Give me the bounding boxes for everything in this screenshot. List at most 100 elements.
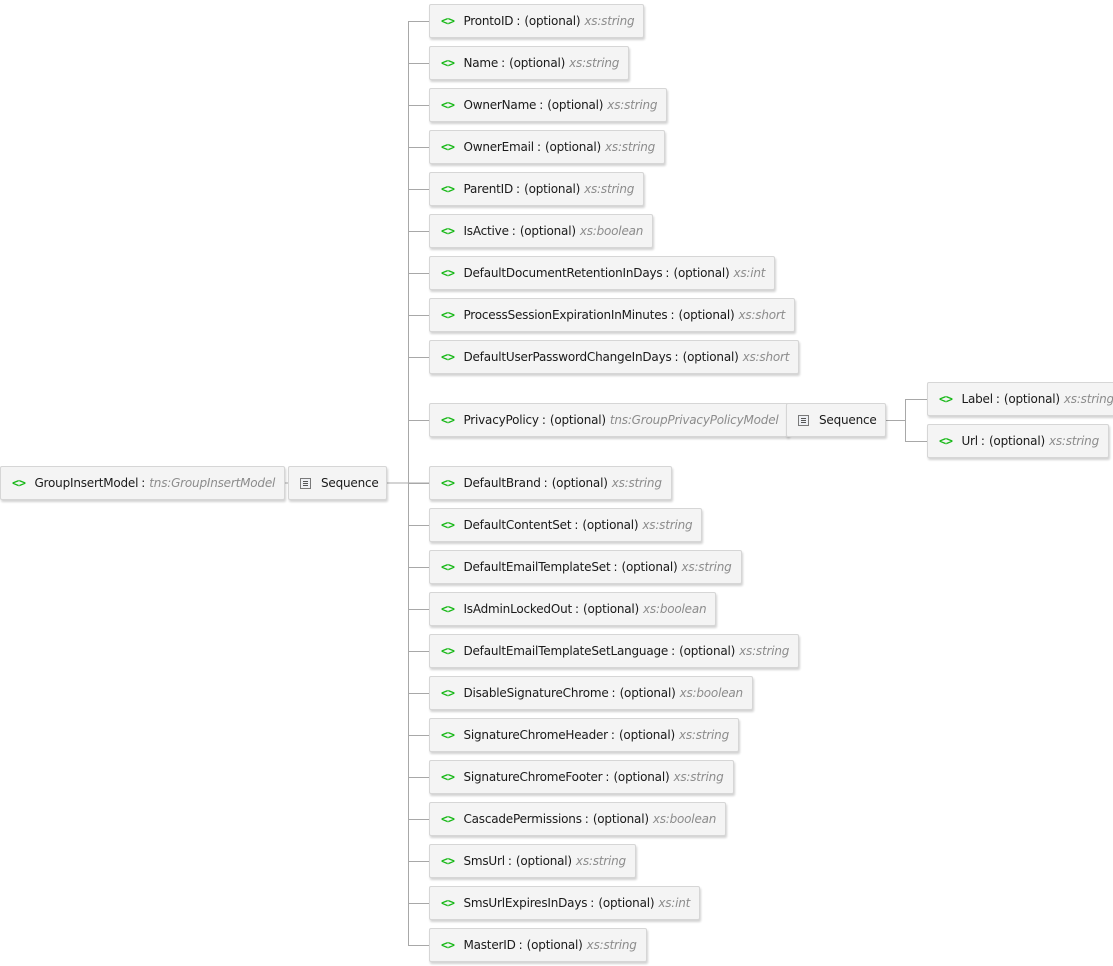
element-node-masterid[interactable]: <>MasterID:(optional)xs:string [429, 928, 647, 962]
element-name: DefaultContentSet [463, 518, 572, 532]
element-icon: <> [441, 476, 455, 490]
element-optional-label: (optional) [551, 476, 608, 490]
element-optional-label: (optional) [524, 182, 581, 196]
element-node-defaultcontentset[interactable]: <>DefaultContentSet:(optional)xs:string [429, 508, 703, 542]
element-separator: : [539, 98, 544, 112]
element-type: xs:int [733, 266, 766, 280]
element-separator: : [516, 14, 521, 28]
element-type: tns:GroupInsertModel [149, 476, 276, 490]
element-node-defaultuserpasswordchangeindays[interactable]: <>DefaultUserPasswordChangeInDays:(optio… [429, 340, 800, 374]
element-separator: : [574, 602, 580, 616]
sequence-node[interactable]: Sequence [288, 466, 387, 500]
element-optional-label: (optional) [598, 896, 655, 910]
element-icon: <> [441, 98, 455, 112]
element-icon: <> [441, 686, 455, 700]
element-name: SmsUrlExpiresInDays [463, 896, 588, 910]
element-icon: <> [441, 413, 455, 427]
element-icon: <> [939, 392, 953, 406]
element-type: xs:string [584, 14, 635, 28]
element-node-isadminlockedout[interactable]: <>IsAdminLockedOut:(optional)xs:boolean [429, 592, 717, 626]
element-icon: <> [441, 896, 455, 910]
element-type: xs:string [575, 854, 626, 868]
element-node-cascadepermissions[interactable]: <>CascadePermissions:(optional)xs:boolea… [429, 802, 727, 836]
element-node-defaultdocumentretentionindays[interactable]: <>DefaultDocumentRetentionInDays:(option… [429, 256, 776, 290]
element-node-prontoid[interactable]: <>ProntoID:(optional)xs:string [429, 4, 645, 38]
element-name: SmsUrl [463, 854, 505, 868]
element-type: xs:string [681, 560, 732, 574]
element-node-signaturechromeheader[interactable]: <>SignatureChromeHeader:(optional)xs:str… [429, 718, 739, 752]
element-type: xs:int [658, 896, 691, 910]
element-type: xs:string [739, 644, 790, 658]
element-separator: : [141, 476, 146, 490]
element-separator: : [613, 560, 618, 574]
element-node-parentid[interactable]: <> ParentID:(optional)xs:string [429, 172, 645, 206]
element-name: DefaultBrand [463, 476, 541, 490]
element-separator: : [543, 476, 548, 490]
element-name: ProcessSessionExpirationInMinutes [463, 308, 668, 322]
element-optional-label: (optional) [679, 644, 736, 658]
element-name: ParentID [463, 182, 514, 196]
element-node-name[interactable]: <>Name:(optional)xs:string [429, 46, 630, 80]
element-separator: : [674, 350, 679, 364]
element-node-isactive[interactable]: <>IsActive:(optional)xs:boolean [429, 214, 654, 248]
element-node-owneremail[interactable]: <>OwnerEmail:(optional)xs:string [429, 130, 666, 164]
element-node-smsurlexpiresindays[interactable]: <> SmsUrlExpiresInDays:(optional)xs:int [429, 886, 701, 920]
element-type: xs:string [586, 938, 637, 952]
element-type: xs:string [1048, 434, 1099, 448]
element-optional-label: (optional) [621, 560, 678, 574]
element-type: xs:string [584, 182, 635, 196]
element-separator: : [670, 308, 675, 322]
element-node-processsessionexpirationinminutes[interactable]: <>ProcessSessionExpirationInMinutes:(opt… [429, 298, 796, 332]
element-icon: <> [441, 518, 455, 532]
element-separator: : [671, 644, 676, 658]
element-icon: <> [441, 854, 455, 868]
element-icon: <> [441, 728, 455, 742]
element-node-label[interactable]: <>Label:(optional)xs:string [927, 382, 1113, 416]
element-name: IsActive [463, 224, 509, 238]
element-node-ownername[interactable]: <>OwnerName:(optional)xs:string [429, 88, 668, 122]
element-separator: : [995, 392, 1000, 406]
element-separator: : [665, 266, 670, 280]
element-node-signaturechromefooter[interactable]: <>SignatureChromeFooter:(optional)xs:str… [429, 760, 734, 794]
element-node-defaultemailtemplateset[interactable]: <> DefaultEmailTemplateSet:(optional)xs:s… [429, 550, 742, 584]
element-separator: : [516, 182, 521, 196]
element-icon: <> [441, 56, 455, 70]
element-icon: <> [441, 266, 455, 280]
element-type: xs:boolean [652, 812, 717, 826]
element-node-disablesignaturechrome[interactable]: <>DisableSignatureChrome:(optional)xs:bo… [429, 676, 753, 710]
element-icon: <> [441, 644, 455, 658]
element-type: xs:boolean [579, 224, 644, 238]
element-optional-label: (optional) [582, 518, 639, 532]
element-name: GroupInsertModel [34, 476, 139, 490]
element-optional-label: (optional) [549, 413, 606, 427]
element-name: SignatureChromeFooter [463, 770, 603, 784]
element-icon: <> [441, 938, 455, 952]
element-name: Label [961, 392, 993, 406]
element-node-defaultemailtemplatesetlanguage[interactable]: <>DefaultEmailTemplateSetLanguage:(optio… [429, 634, 800, 668]
element-separator: : [590, 896, 595, 910]
element-separator: : [541, 413, 546, 427]
element-type: xs:string [642, 518, 693, 532]
element-icon: <> [441, 182, 455, 196]
root-element-node[interactable]: <>GroupInsertModel:tns:GroupInsertModel [0, 466, 286, 500]
sequence-label: Sequence [321, 476, 379, 490]
element-icon: <> [441, 560, 455, 574]
element-name: DefaultEmailTemplateSet [463, 560, 611, 574]
element-icon: <> [441, 602, 455, 616]
element-type: xs:string [611, 476, 662, 490]
element-node-privacypolicy[interactable]: <>PrivacyPolicy:(optional)tns:GroupPriva… [429, 403, 789, 437]
element-separator: : [518, 938, 523, 952]
element-node-url[interactable]: <>Url:(optional)xs:string [927, 424, 1109, 458]
element-node-smsurl[interactable]: <>SmsUrl:(optional)xs:string [429, 844, 636, 878]
element-optional-label: (optional) [613, 770, 670, 784]
element-node-defaultbrand[interactable]: <> DefaultBrand:(optional)xs:string [429, 466, 672, 500]
element-type: xs:boolean [679, 686, 744, 700]
element-optional-label: (optional) [515, 854, 572, 868]
element-optional-label: (optional) [619, 686, 676, 700]
element-type: xs:string [569, 56, 620, 70]
element-separator: : [611, 686, 616, 700]
element-optional-label: (optional) [988, 434, 1045, 448]
element-separator: : [980, 434, 985, 448]
privacy-policy-sequence-node[interactable]: Sequence [786, 403, 886, 437]
